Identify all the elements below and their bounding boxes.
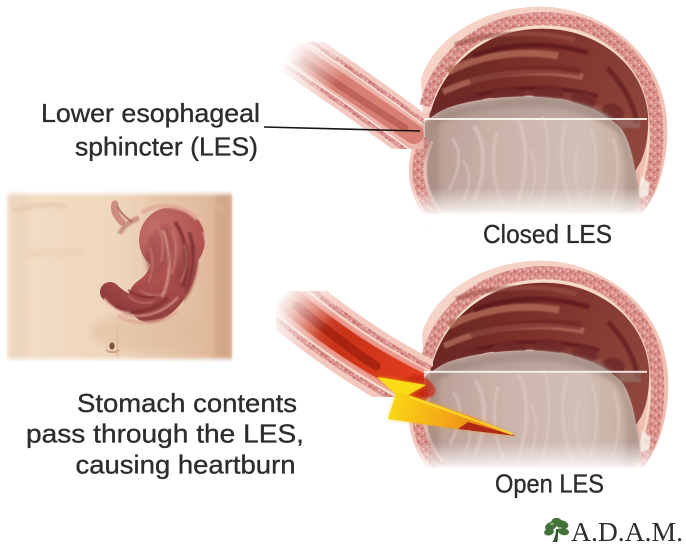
svg-text:causing heartburn: causing heartburn [76, 450, 296, 480]
svg-text:Open LES: Open LES [495, 469, 604, 499]
svg-text:A.D.A.M.: A.D.A.M. [571, 516, 683, 547]
svg-text:sphincter (LES): sphincter (LES) [75, 132, 258, 162]
svg-text:Closed LES: Closed LES [483, 219, 612, 249]
svg-text:Lower esophageal: Lower esophageal [41, 98, 260, 128]
svg-text:Stomach contents: Stomach contents [77, 388, 297, 418]
svg-text:pass through the LES,: pass through the LES, [26, 419, 304, 449]
